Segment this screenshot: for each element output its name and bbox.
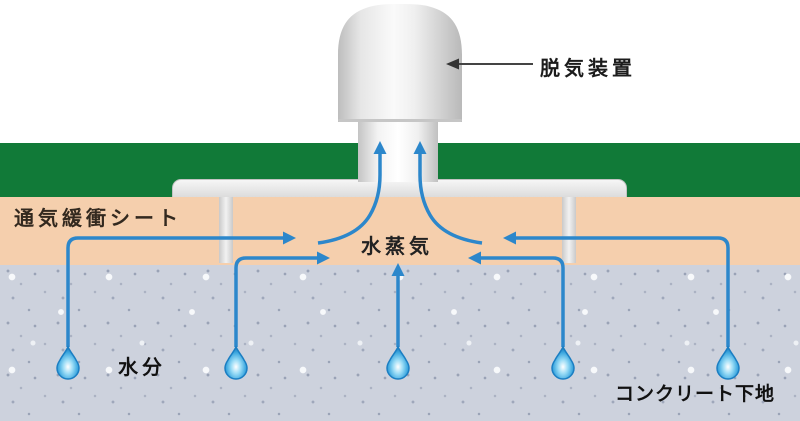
- vent-buffer-sheet-layer: [0, 197, 800, 265]
- base-plate-left-leg: [219, 197, 233, 263]
- concrete-substrate-label: コンクリート下地: [615, 384, 776, 405]
- flow-arrow-icon: [66, 153, 730, 347]
- deaeration-device-label: 脱気装置: [540, 58, 636, 80]
- vent-pipe: [358, 115, 438, 182]
- water-vapor-label: 水蒸気: [361, 236, 433, 258]
- vent-buffer-sheet-label: 通気緩衝シート: [14, 208, 182, 230]
- pointer-arrow-icon: [446, 58, 533, 70]
- base-plate-right-leg: [562, 197, 576, 263]
- flow-arrowheads: [283, 141, 516, 276]
- moisture-label: 水分: [118, 357, 166, 379]
- water-droplet-icon: [56, 345, 740, 380]
- bell-bottom-edge: [338, 119, 462, 122]
- concrete-substrate-layer: [0, 265, 800, 421]
- deaeration-device-bell: [338, 4, 462, 122]
